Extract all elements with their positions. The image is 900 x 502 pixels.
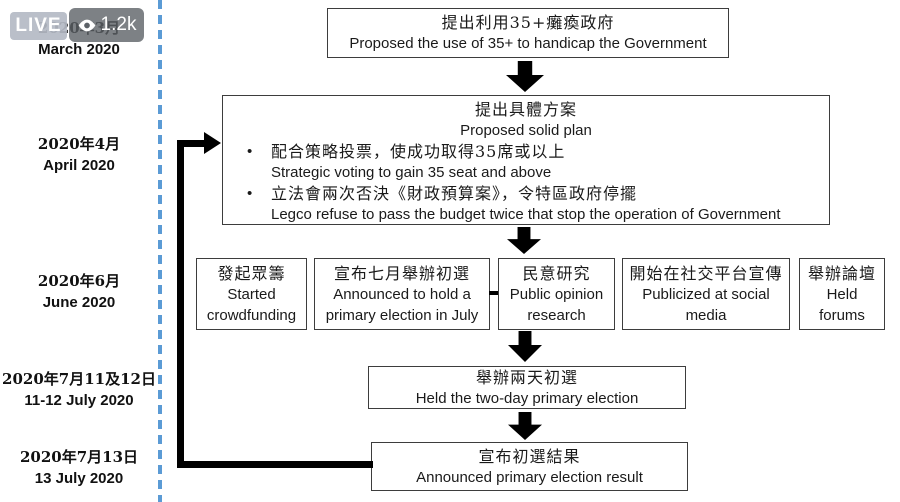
timeline-date-en: April 2020	[43, 157, 115, 174]
flow-step-forums: 舉辦論壇 Held forums	[799, 258, 885, 330]
timeline-entry-11-12-july-2020: 2020年7月11及12日 11-12 July 2020	[0, 368, 158, 412]
flow-step-crowdfunding: 發起眾籌 Started crowdfunding	[196, 258, 307, 330]
loop-arrowhead-icon	[204, 132, 221, 154]
flow-step-opinion-research: 民意研究 Public opinion research	[498, 258, 615, 330]
step1-text-en: Proposed the use of 35+ to handicap the …	[349, 35, 707, 52]
flow-step-announced-result: 宣布初選結果 Announced primary election result	[371, 442, 688, 491]
down-arrow-icon	[508, 412, 542, 440]
viewer-count-badge: 1.2k	[69, 8, 144, 42]
timeline-date-zh: 2020年7月11及12日	[2, 370, 156, 388]
bullet-glyph: •	[247, 143, 253, 160]
timeline-date-zh: 2020年7月13日	[19, 448, 139, 466]
flow-step-proposed-solid-plan: 提出具體方案 Proposed solid plan • 配合策略投票，使成功取…	[222, 95, 830, 225]
live-badge: LIVE	[10, 12, 67, 40]
timeline-entry-april-2020: 2020年4月 April 2020	[0, 133, 158, 177]
step3-box1-en: Started crowdfunding	[206, 285, 297, 324]
down-arrow-icon	[507, 227, 541, 254]
flow-step-social-media: 開始在社交平台宣傳 Publicized at social media	[622, 258, 790, 330]
timeline-date-zh: 2020年4月	[37, 135, 121, 153]
connector-dash	[489, 291, 498, 295]
step3-box3-en: Public opinion research	[509, 285, 604, 324]
timeline-entry-june-2020: 2020年6月 June 2020	[0, 270, 158, 314]
step3-box4-zh: 開始在社交平台宣傳	[629, 263, 783, 283]
step3-box5-zh: 舉辦論壇	[807, 263, 876, 283]
live-badge-label: LIVE	[15, 15, 62, 36]
timeline-date-en: 13 July 2020	[34, 470, 124, 487]
step2-bullet2-zh: 立法會兩次否決《財政預算案》，令特區政府停擺	[271, 184, 638, 203]
flow-step-proposed-35plus: 提出利用35+癱瘓政府 Proposed the use of 35+ to h…	[327, 8, 729, 58]
step3-box2-en: Announced to hold a primary election in …	[325, 285, 479, 324]
step2-bullet1-en: Strategic voting to gain 35 seat and abo…	[271, 164, 552, 181]
step5-text-zh: 宣布初選結果	[478, 446, 581, 466]
step4-text-zh: 舉辦兩天初選	[475, 367, 578, 387]
down-arrow-icon	[506, 61, 544, 92]
viewer-count-value: 1.2k	[100, 14, 137, 35]
timeline-date-en: March 2020	[38, 41, 120, 58]
step2-bullet2-en: Legco refuse to pass the budget twice th…	[271, 206, 781, 223]
loop-connector-bottom	[177, 461, 373, 468]
step3-box4-en: Publicized at social media	[642, 285, 770, 324]
step4-text-en: Held the two-day primary election	[415, 389, 639, 407]
eye-icon	[77, 18, 97, 33]
step5-text-en: Announced primary election result	[416, 468, 643, 486]
step1-text-zh: 提出利用35+癱瘓政府	[441, 13, 615, 32]
loop-connector-vertical	[177, 140, 184, 468]
bullet-glyph: •	[247, 185, 253, 202]
timeline-divider	[158, 0, 162, 502]
step3-box3-zh: 民意研究	[522, 263, 591, 283]
timeline-date-en: 11-12 July 2020	[24, 392, 134, 409]
timeline-entry-13-july-2020: 2020年7月13日 13 July 2020	[0, 446, 158, 490]
flow-step-two-day-primary: 舉辦兩天初選 Held the two-day primary election	[368, 366, 686, 409]
timeline-date-en: June 2020	[42, 294, 116, 311]
step2-title-zh: 提出具體方案	[474, 100, 577, 119]
down-arrow-icon	[508, 331, 542, 362]
step2-bullet1-zh: 配合策略投票，使成功取得35席或以上	[271, 142, 566, 161]
step3-box5-en: Held forums	[819, 285, 865, 324]
step2-title-en: Proposed solid plan	[460, 122, 592, 139]
step3-box2-zh: 宣布七月舉辦初選	[333, 263, 470, 283]
loop-connector-top	[177, 140, 206, 147]
timeline-date-zh: 2020年6月	[37, 272, 121, 290]
flow-step-announced-primary: 宣布七月舉辦初選 Announced to hold a primary ele…	[314, 258, 490, 330]
step3-box1-zh: 發起眾籌	[217, 263, 286, 283]
